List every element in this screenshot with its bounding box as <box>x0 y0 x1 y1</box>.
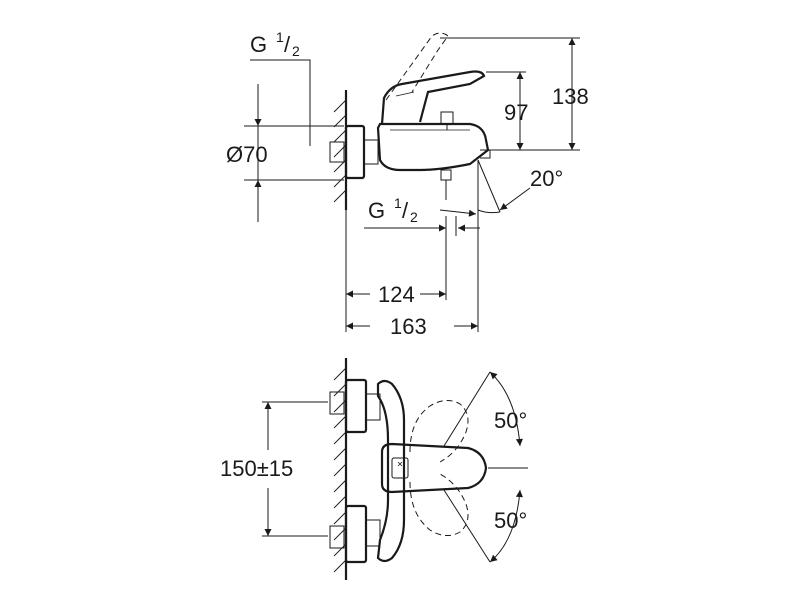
svg-text:/: / <box>402 198 409 223</box>
thread-prefix-bottom: G <box>368 198 385 223</box>
angle-20-dimension: 20° <box>439 166 563 217</box>
faucet-body-front <box>376 379 406 563</box>
spout-axis-line <box>477 159 501 213</box>
thread-denominator-bottom: 2 <box>410 209 418 225</box>
thread-label-top: G 1 / 2 <box>250 29 300 59</box>
dim-97-label: 97 <box>504 100 528 125</box>
angle-50-bottom: 50° <box>443 489 527 563</box>
faucet-body <box>376 70 491 200</box>
upper-connector <box>329 378 381 434</box>
side-view: G 1 / 2 Ø70 97 138 <box>226 29 589 339</box>
angle-bottom-label: 50° <box>494 508 527 533</box>
dim-124-label: 124 <box>378 282 415 307</box>
angle-50-top: 50° <box>443 371 527 447</box>
thread-label-bottom: G 1 / 2 <box>364 195 480 236</box>
front-view: 150±15 50° 50° <box>220 358 528 580</box>
depth-dimensions: 124 163 <box>345 210 479 339</box>
diameter-dimension: Ø70 <box>226 84 344 222</box>
height-dimensions: 97 138 <box>440 37 589 151</box>
lever-left-position <box>409 400 469 463</box>
thread-denominator-top: 2 <box>292 43 300 59</box>
angle-20-label: 20° <box>530 166 563 191</box>
wall-connector <box>329 124 379 180</box>
angle-top-label: 50° <box>494 408 527 433</box>
spacing-dimension: 150±15 <box>220 401 328 537</box>
thread-numerator-bottom: 1 <box>394 195 402 211</box>
svg-text:/: / <box>284 32 291 57</box>
thread-numerator-top: 1 <box>276 29 284 45</box>
dim-163-label: 163 <box>390 314 427 339</box>
spacing-label: 150±15 <box>220 456 293 481</box>
diameter-label: Ø70 <box>226 142 268 167</box>
lever-main <box>380 442 488 494</box>
lever-right-position <box>409 473 469 536</box>
lower-connector <box>329 504 381 564</box>
thread-prefix-top: G <box>250 32 267 57</box>
dim-138-label: 138 <box>552 84 589 109</box>
